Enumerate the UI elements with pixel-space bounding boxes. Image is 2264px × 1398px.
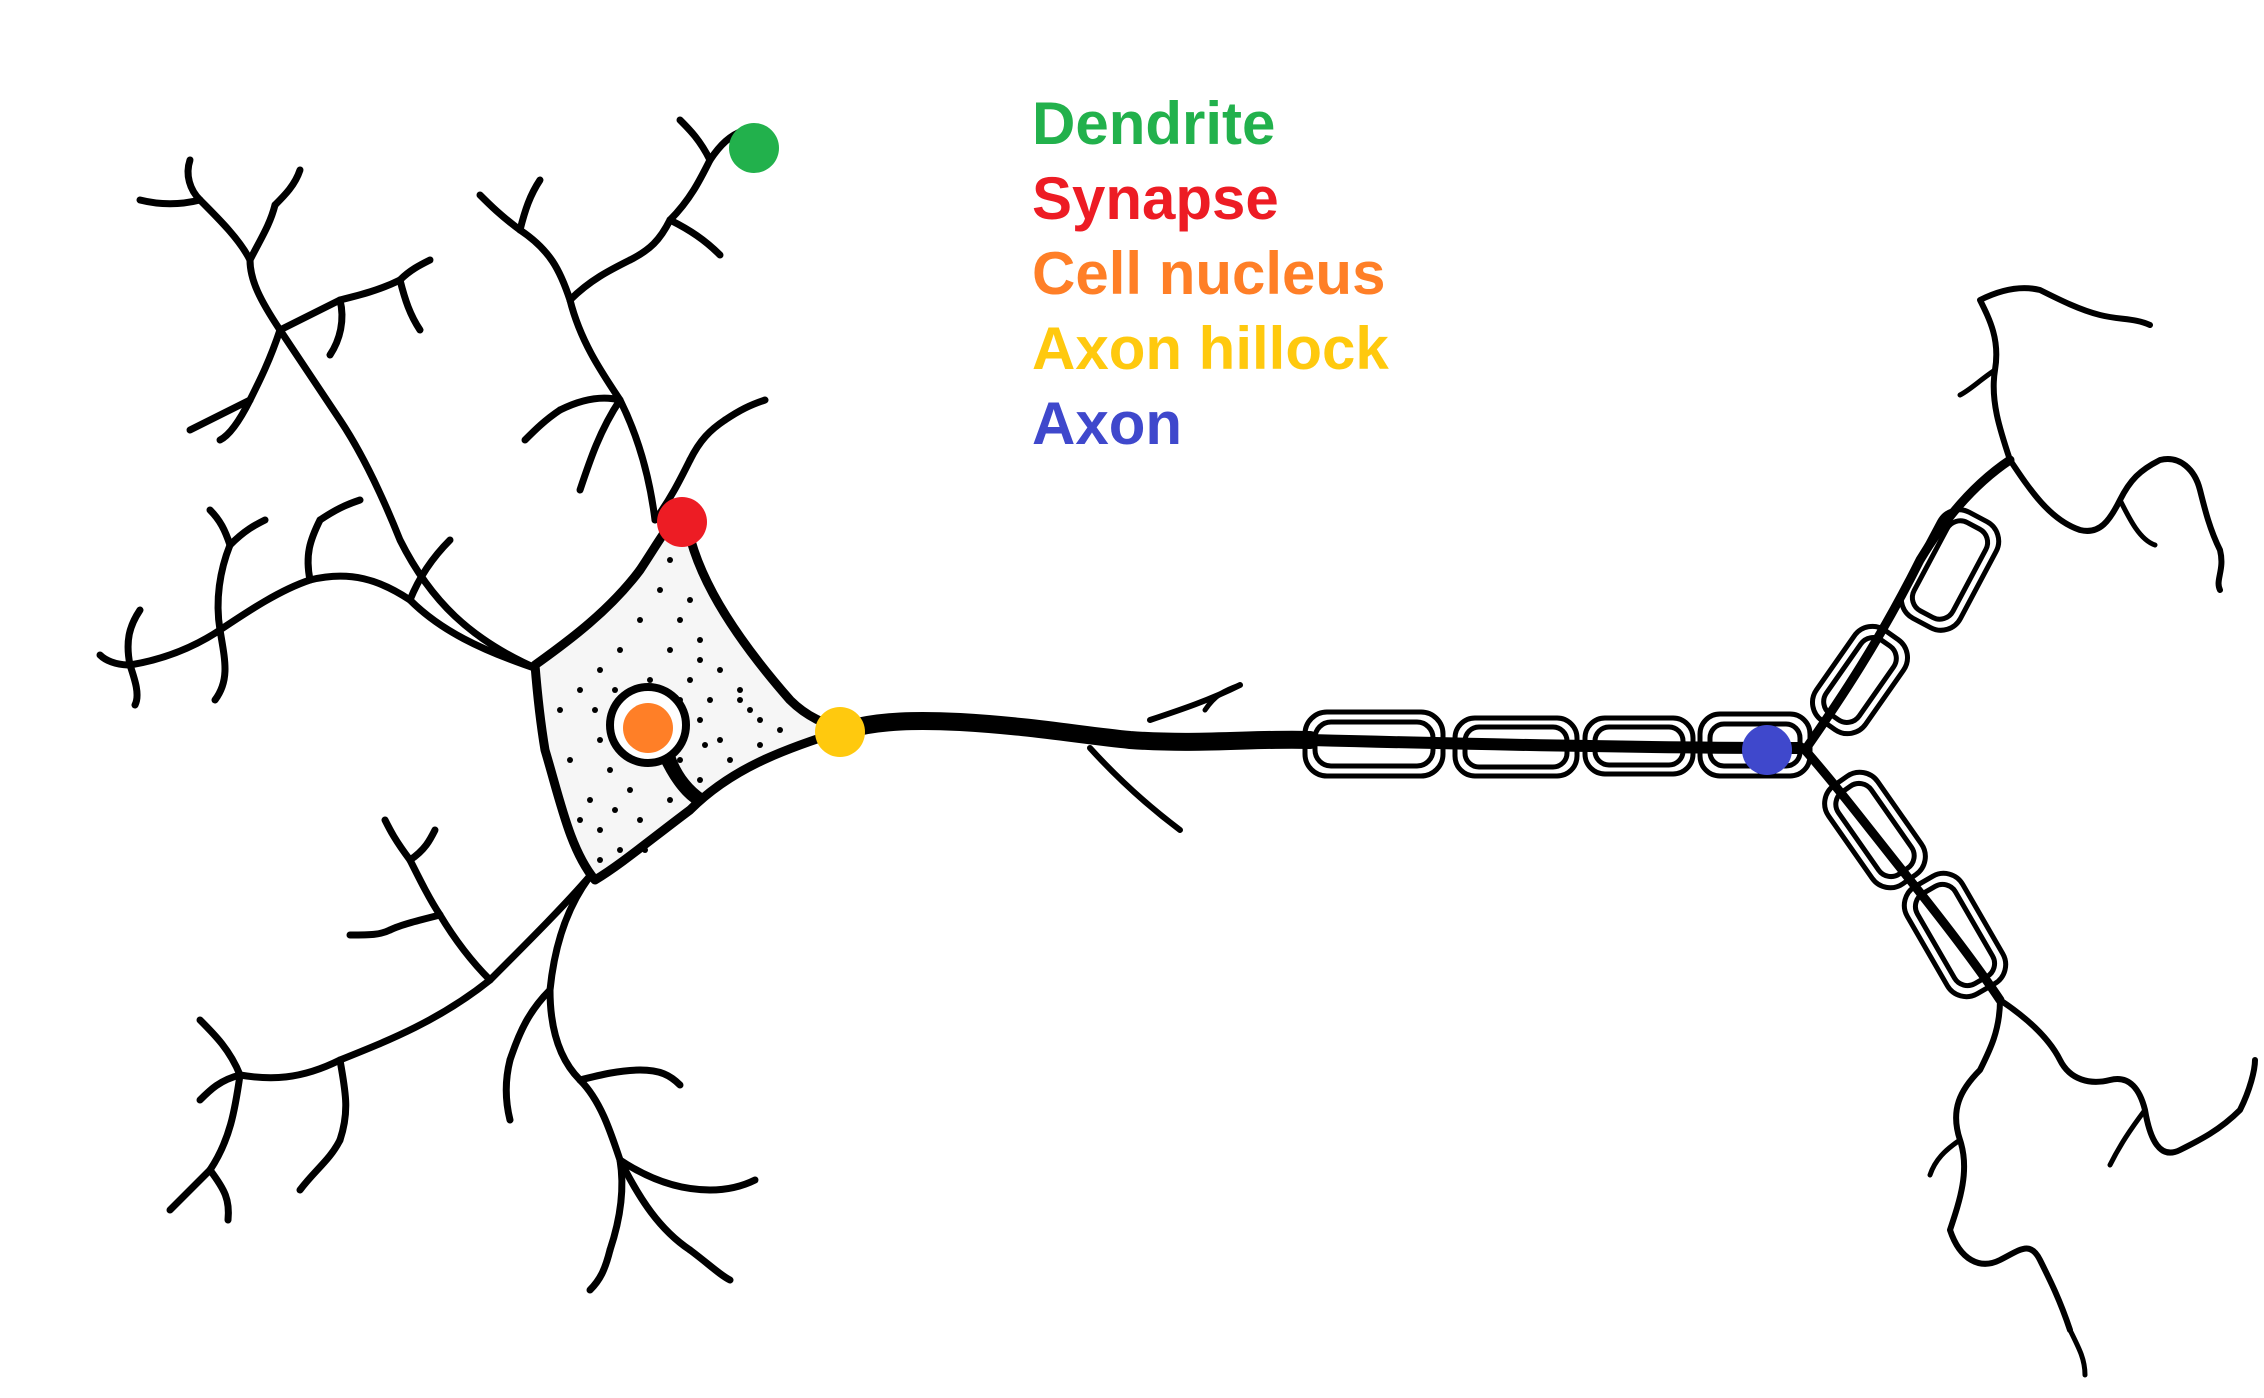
- legend: Dendrite Synapse Cell nucleus Axon hillo…: [1032, 86, 1389, 461]
- dendrites-lower-left: [166, 816, 599, 1224]
- axon-marker: [1742, 725, 1792, 775]
- nucleus-marker: [623, 703, 673, 753]
- axon-terminal-upper: [1800, 285, 2225, 755]
- soma: [530, 505, 850, 885]
- axon-shaft: [836, 682, 1806, 833]
- dendrite-marker: [729, 123, 779, 173]
- axon-hillock-marker: [815, 707, 865, 757]
- synapse-marker: [657, 497, 707, 547]
- legend-item-cell-nucleus: Cell nucleus: [1032, 240, 1386, 307]
- dendrites-upper-middle: [476, 116, 769, 524]
- dendrites-lower-middle: [502, 866, 759, 1294]
- legend-item-axon: Axon: [1032, 390, 1182, 457]
- axon-terminal-lower: [1800, 745, 2258, 1378]
- nucleus-stalk: [660, 755, 705, 805]
- legend-item-synapse: Synapse: [1032, 165, 1279, 232]
- dendrites-upper-left: [136, 156, 544, 674]
- legend-item-axon-hillock: Axon hillock: [1032, 315, 1389, 382]
- dendrites-left: [96, 496, 544, 709]
- legend-item-dendrite: Dendrite: [1032, 90, 1276, 157]
